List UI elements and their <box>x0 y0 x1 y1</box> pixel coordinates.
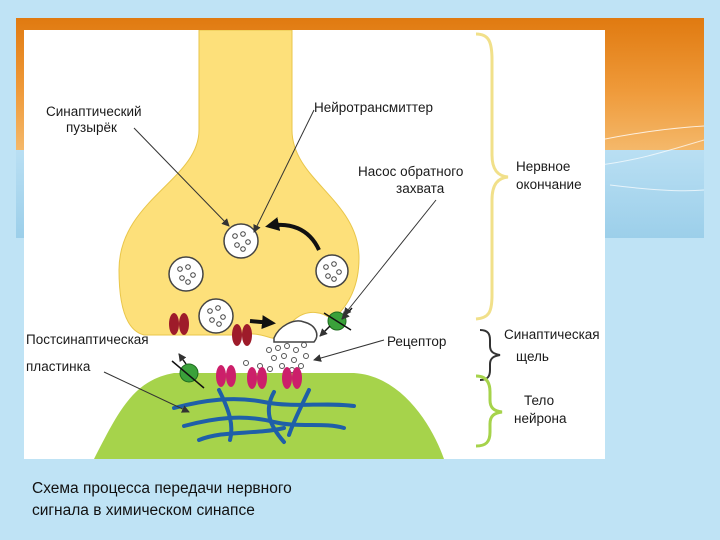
receptor-icon <box>247 367 267 389</box>
neuron-fibers <box>172 388 356 444</box>
pointer-lines <box>103 109 437 413</box>
label-reuptake-pump: Насос обратного захвата <box>358 164 467 196</box>
pump-icon <box>319 307 353 337</box>
receptor-icon <box>282 367 302 389</box>
brace-neuron-body <box>475 374 503 448</box>
caption-line: сигнала в химическом синапсе <box>32 502 255 519</box>
label-synaptic-cleft: Синаптическая щель <box>504 327 603 364</box>
arrow-icon <box>249 315 276 330</box>
arrow-icon <box>265 217 321 251</box>
vesicle-icon <box>168 256 204 292</box>
label-vesicle: Синаптический пузырёк <box>46 104 145 135</box>
nerve-terminal-shape <box>118 30 360 339</box>
vesicle-icon <box>223 223 259 259</box>
brace-nerve-ending <box>475 32 509 321</box>
presynaptic-channel <box>169 313 189 335</box>
vesicle-icon <box>315 254 349 288</box>
pump-icon <box>171 353 205 389</box>
vesicle-icon <box>198 298 234 334</box>
synapse-diagram: Синаптический пузырёк Нейротрансмиттер Н… <box>26 30 603 459</box>
label-postsynaptic-plate: Постсинаптическая пластинка <box>26 332 152 374</box>
label-neurotransmitter: Нейротрансмиттер <box>314 100 433 115</box>
fusing-vesicle <box>273 320 318 343</box>
caption: Схема процесса передачи нервного сигнала… <box>32 478 452 522</box>
synapse-diagram-panel: Синаптический пузырёк Нейротрансмиттер Н… <box>24 30 605 459</box>
presynaptic-channel <box>232 324 252 346</box>
swoosh-line <box>599 139 705 166</box>
swoosh-line <box>609 184 705 192</box>
receptor-icon <box>216 365 236 387</box>
label-nerve-ending: Нервное окончание <box>516 159 582 192</box>
label-receptor: Рецептор <box>387 334 446 349</box>
label-neuron-body: Тело нейрона <box>514 393 567 426</box>
caption-line: Схема процесса передачи нервного <box>32 480 292 497</box>
brace-synaptic-cleft <box>479 329 501 381</box>
swoosh-line <box>599 125 705 141</box>
